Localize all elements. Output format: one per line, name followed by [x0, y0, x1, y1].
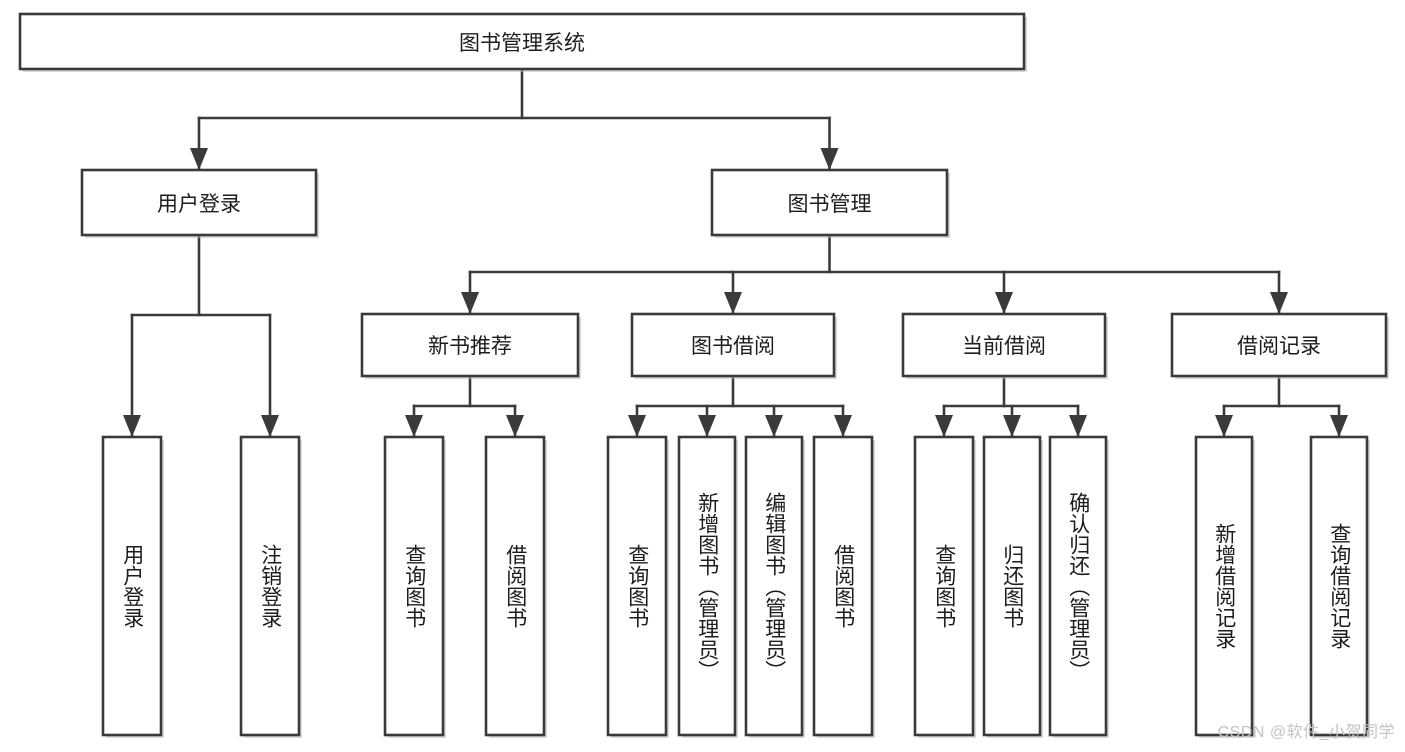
arrow-head-icon [1270, 292, 1288, 314]
node-leaf-user-login [101, 435, 164, 738]
node-box-book-manage [710, 168, 949, 237]
node-box-leaf-user-login [101, 435, 163, 737]
node-box-leaf-query-book-2 [606, 435, 668, 737]
node-book-manage [710, 168, 950, 238]
node-leaf-query-book-3 [913, 435, 976, 738]
node-box-leaf-query-record [1309, 435, 1369, 737]
node-box-user-login [80, 168, 318, 237]
arrow-head-icon [405, 415, 423, 437]
node-leaf-confirm-return [1048, 435, 1109, 738]
node-box-book-borrow [630, 312, 836, 378]
node-leaf-query-record [1309, 435, 1370, 738]
arrow-head-icon [935, 415, 953, 437]
node-leaf-edit-book [744, 435, 805, 738]
arrow-head-icon [628, 415, 646, 437]
arrow-head-icon [261, 415, 279, 437]
arrow-head-icon [765, 415, 783, 437]
node-box-leaf-add-record [1194, 435, 1254, 737]
arrow-head-icon [834, 415, 852, 437]
arrow-head-icon [1215, 415, 1233, 437]
node-box-leaf-borrow-book-1 [484, 435, 546, 737]
arrow-head-icon [506, 415, 524, 437]
node-leaf-return-book [982, 435, 1043, 738]
csdn-watermark: CSDN @软件_小贺同学 [1217, 724, 1395, 741]
arrow-head-icon [123, 415, 141, 437]
arrow-head-icon [1003, 415, 1021, 437]
node-box-leaf-add-book [677, 435, 737, 737]
arrow-head-icon [995, 292, 1013, 314]
node-user-login [80, 168, 319, 238]
node-borrow-record [1170, 312, 1389, 379]
arrow-head-icon [461, 292, 479, 314]
node-box-leaf-user-logout [239, 435, 301, 737]
node-root [18, 12, 1027, 72]
node-box-borrow-record [1170, 312, 1388, 378]
node-box-new-book-rec [360, 312, 580, 378]
node-leaf-add-book [677, 435, 738, 738]
node-box-leaf-return-book [982, 435, 1042, 737]
arrow-head-icon [190, 148, 208, 170]
node-box-leaf-borrow-book-2 [812, 435, 874, 737]
arrow-head-icon [724, 292, 742, 314]
arrow-head-icon [1069, 415, 1087, 437]
node-box-leaf-query-book-3 [913, 435, 975, 737]
arrow-head-icon [820, 148, 839, 170]
node-box-leaf-edit-book [744, 435, 804, 737]
node-leaf-query-book-2 [606, 435, 669, 738]
arrow-head-icon [698, 415, 716, 437]
node-leaf-borrow-book-1 [484, 435, 547, 738]
node-leaf-borrow-book-2 [812, 435, 875, 738]
node-new-book-rec [360, 312, 581, 379]
node-current-borrow [901, 312, 1108, 379]
node-box-current-borrow [901, 312, 1107, 378]
node-leaf-add-record [1194, 435, 1255, 738]
node-box-leaf-confirm-return [1048, 435, 1108, 737]
node-box-root [18, 12, 1026, 71]
node-box-leaf-query-book-1 [383, 435, 445, 737]
node-leaf-user-logout [239, 435, 302, 738]
node-leaf-query-book-1 [383, 435, 446, 738]
arrow-head-icon [1330, 415, 1348, 437]
node-book-borrow [630, 312, 837, 379]
